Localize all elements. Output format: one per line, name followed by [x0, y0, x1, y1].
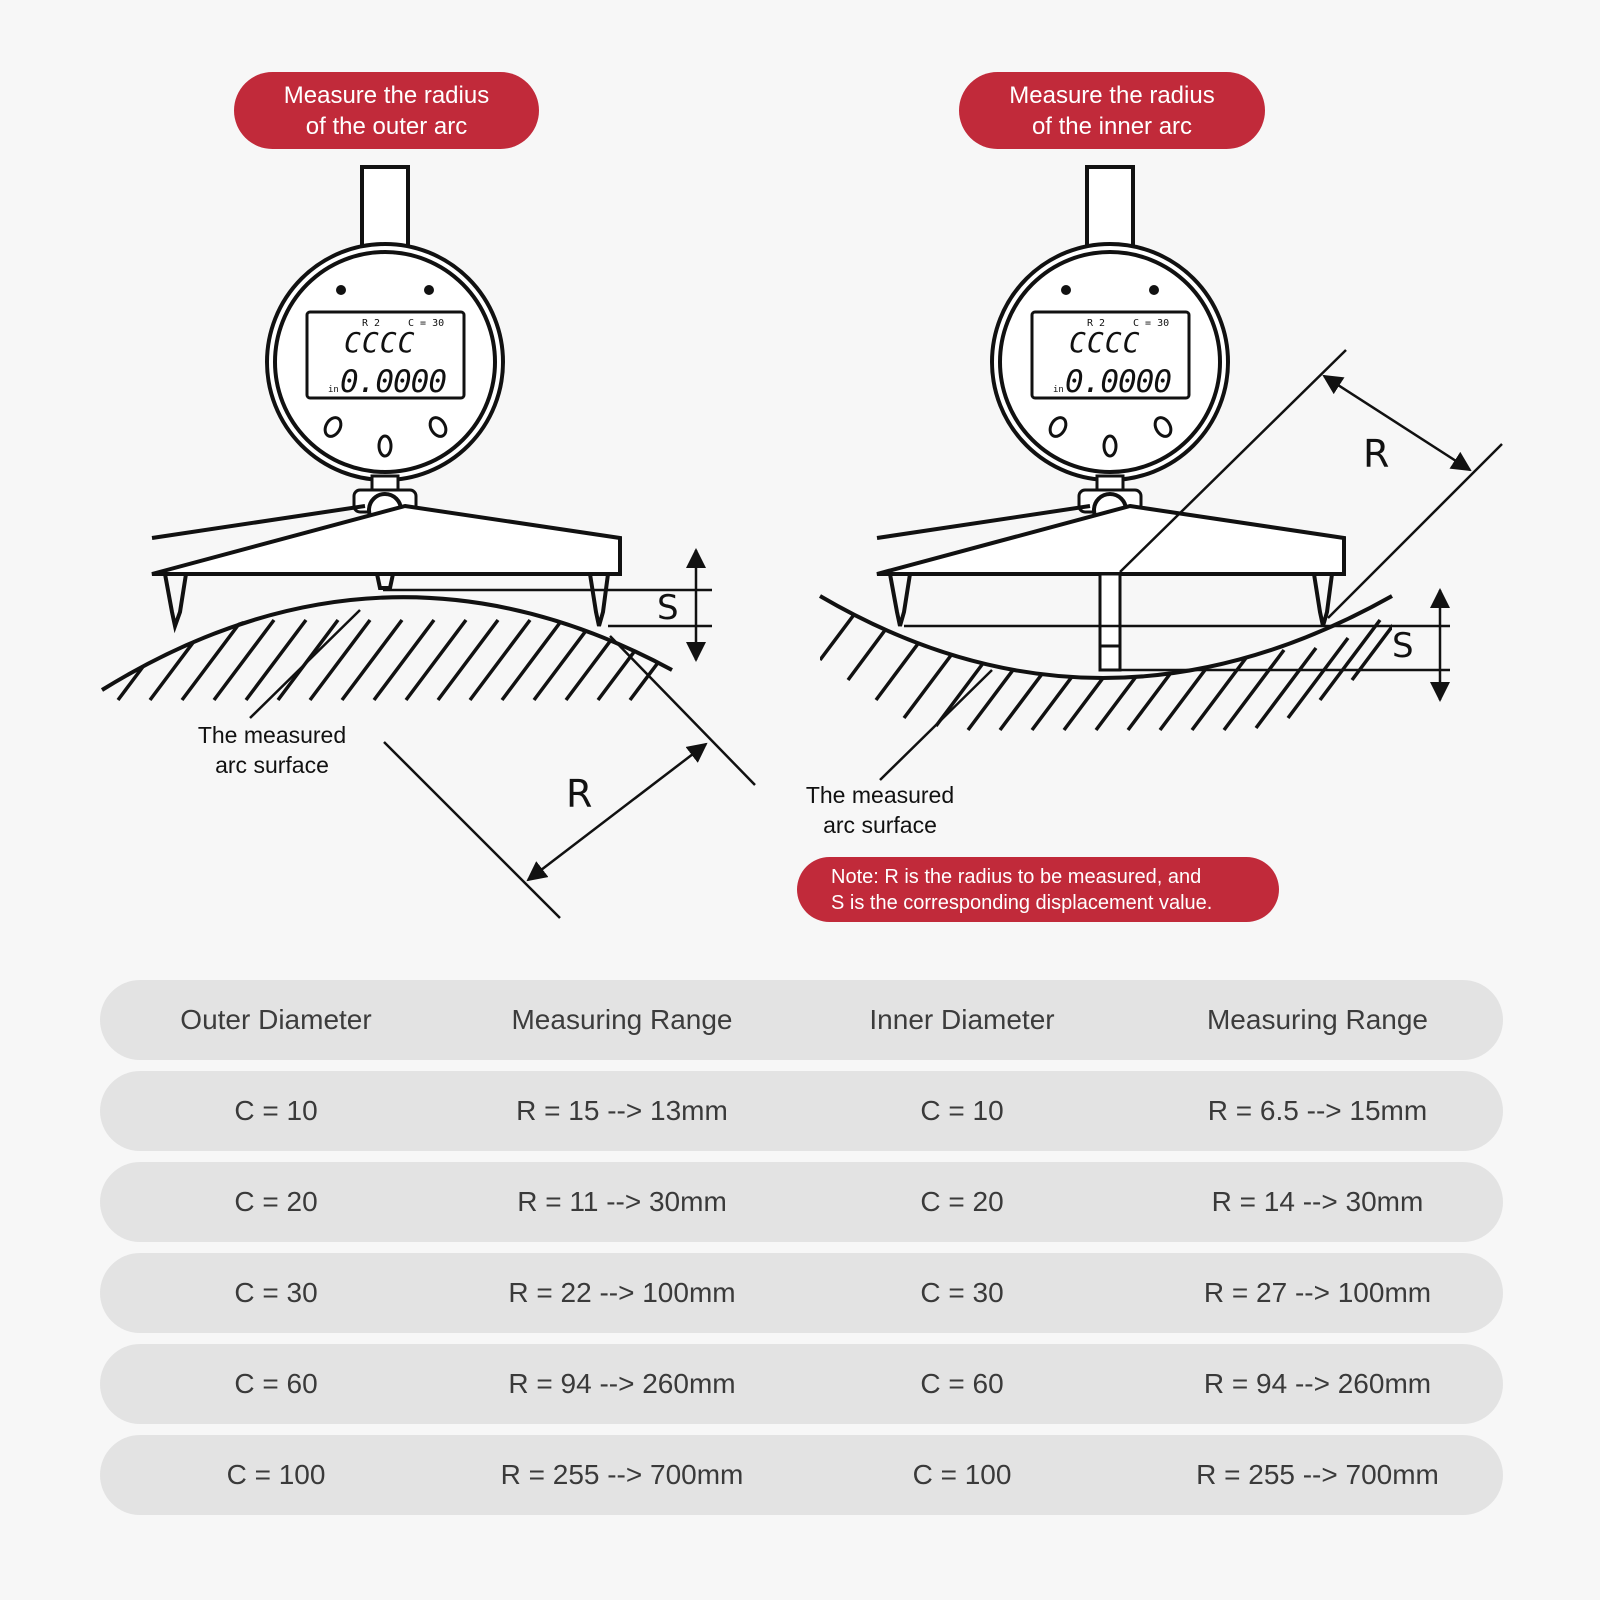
cell-outer-c: C = 30 [234, 1277, 318, 1308]
outer-arc-title-line1: Measure the radius [283, 81, 490, 109]
note-badge: Note: R is the radius to be measured, an… [797, 857, 1279, 922]
cell-inner-range: R = 94 --> 260mm [1203, 1368, 1432, 1399]
radius-label-outer: R [566, 772, 593, 816]
cell-inner-c: C = 20 [920, 1186, 1004, 1217]
header-measuring-range: Measuring Range [511, 1004, 733, 1035]
svg-text:C = 30: C = 30 [1133, 318, 1169, 329]
cell-inner-c: C = 100 [912, 1459, 1012, 1490]
radius-label-inner: R [1363, 432, 1390, 476]
table-row: C = 30 R = 22 --> 100mm C = 30 R = 27 --… [100, 1253, 1503, 1333]
cell-inner-range: R = 255 --> 700mm [1196, 1459, 1439, 1490]
cell-outer-range: R = 22 --> 100mm [508, 1277, 736, 1308]
cell-outer-c: C = 60 [234, 1368, 318, 1399]
svg-text:CCCC: CCCC [1069, 326, 1140, 359]
header-outer-diameter: Outer Diameter [180, 1004, 372, 1035]
inner-gauge [876, 165, 1346, 672]
note-line2: S is the corresponding displacement valu… [831, 891, 1213, 914]
displacement-label-outer: S [657, 588, 679, 628]
measuring-range-table: Outer Diameter Measuring Range Inner Dia… [100, 980, 1503, 1526]
cell-outer-range: R = 255 --> 700mm [500, 1459, 744, 1490]
svg-text:in: in [1053, 385, 1064, 395]
svg-text:R 2: R 2 [1087, 318, 1105, 329]
svg-text:R 2: R 2 [362, 318, 380, 329]
outer-arc-title-line2: of the outer arc [305, 112, 468, 140]
svg-text:CCCC: CCCC [344, 326, 415, 359]
arc-surface-line2: arc surface [823, 812, 937, 838]
cell-inner-c: C = 10 [920, 1095, 1004, 1126]
arc-surface-line2: arc surface [215, 752, 329, 778]
outer-gauge [151, 165, 622, 634]
cell-inner-c: C = 30 [920, 1277, 1004, 1308]
cell-outer-range: R = 15 --> 13mm [516, 1095, 728, 1126]
arc-surface-line1: The measured [805, 782, 955, 808]
cell-outer-range: R = 94 --> 260mm [508, 1368, 736, 1399]
svg-text:0.0000: 0.0000 [340, 364, 446, 400]
svg-text:0.0000: 0.0000 [1065, 364, 1171, 400]
cell-outer-c: C = 20 [234, 1186, 318, 1217]
table-row: C = 20 R = 11 --> 30mm C = 20 R = 14 -->… [100, 1162, 1503, 1242]
header-measuring-range: Measuring Range [1206, 1004, 1429, 1035]
displacement-label-inner: S [1392, 626, 1414, 666]
svg-text:in: in [328, 385, 339, 395]
arc-surface-line1: The measured [197, 722, 347, 748]
svg-text:C = 30: C = 30 [408, 318, 444, 329]
note-line1: Note: R is the radius to be measured, an… [831, 865, 1202, 888]
cell-inner-range: R = 27 --> 100mm [1203, 1277, 1432, 1308]
cell-inner-range: R = 14 --> 30mm [1211, 1186, 1424, 1217]
table-header-row: Outer Diameter Measuring Range Inner Dia… [100, 980, 1503, 1060]
header-inner-diameter: Inner Diameter [869, 1004, 1055, 1035]
cell-outer-range: R = 11 --> 30mm [517, 1186, 727, 1217]
inner-arc-title: Measure the radius of the inner arc [959, 72, 1265, 149]
table-row: C = 60 R = 94 --> 260mm C = 60 R = 94 --… [100, 1344, 1503, 1424]
cell-outer-c: C = 10 [234, 1095, 318, 1126]
cell-inner-c: C = 60 [920, 1368, 1004, 1399]
arc-surface-label-outer: The measured arc surface [172, 720, 372, 780]
inner-arc-title-line1: Measure the radius [1009, 81, 1215, 109]
cell-inner-range: R = 6.5 --> 15mm [1207, 1095, 1428, 1126]
table-row: C = 10 R = 15 --> 13mm C = 10 R = 6.5 --… [100, 1071, 1503, 1151]
outer-arc-title: Measure the radius of the outer arc [234, 72, 539, 149]
table-row: C = 100 R = 255 --> 700mm C = 100 R = 25… [100, 1435, 1503, 1515]
inner-arc-title-line2: of the inner arc [1031, 112, 1193, 140]
cell-outer-c: C = 100 [226, 1459, 326, 1490]
arc-surface-label-inner: The measured arc surface [780, 780, 980, 840]
gauge-diagram: R 2 C = 30 CCCC in 0.0000 [100, 165, 1503, 919]
